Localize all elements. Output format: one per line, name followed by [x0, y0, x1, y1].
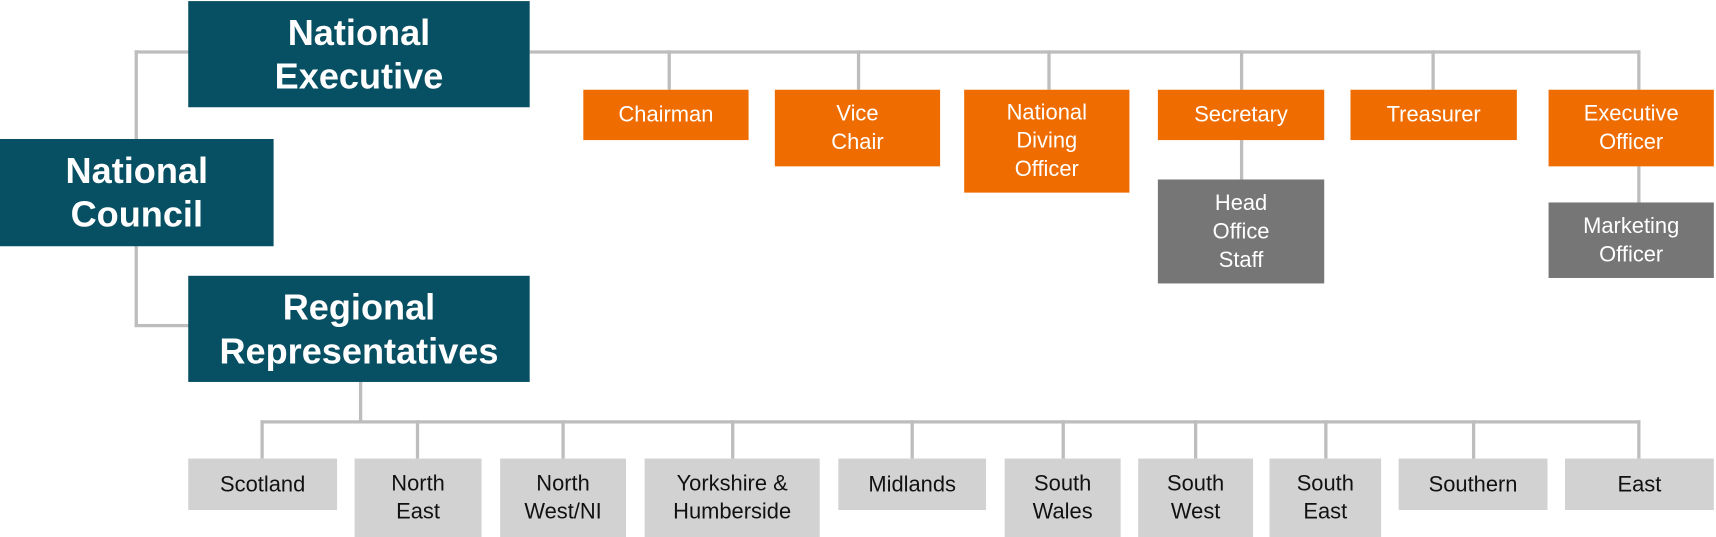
region-north-east: North East [354, 458, 482, 537]
national-executive-label: National Executive [274, 11, 444, 96]
region-label: Midlands [868, 472, 956, 497]
connector [260, 420, 1641, 424]
connector [1471, 420, 1476, 459]
region-label: Scotland [220, 472, 306, 497]
regional-representatives-box: Regional Representatives [188, 275, 530, 382]
connector [561, 420, 565, 459]
region-yorkshire-humberside: Yorkshire & Humberside [644, 458, 820, 537]
national-council-box: National Council [0, 138, 274, 247]
national-council-label: National Council [65, 149, 209, 235]
connector [134, 50, 190, 54]
region-midlands: Midlands [838, 458, 987, 510]
connector [1637, 166, 1641, 203]
officer-national-diving-officer: National Diving Officer [964, 89, 1130, 193]
connector [731, 420, 735, 459]
connector [358, 381, 363, 423]
staff-marketing-officer: Marketing Officer [1548, 202, 1714, 278]
national-executive-box: National Executive [188, 1, 530, 108]
connector [910, 420, 914, 459]
staff-label: Head Office Staff [1212, 190, 1270, 272]
connector [415, 420, 420, 459]
regional-representatives-label: Regional Representatives [219, 286, 499, 371]
staff-head-office: Head Office Staff [1157, 179, 1325, 284]
region-label: Southern [1428, 472, 1518, 497]
officer-vice-chair: Vice Chair [774, 89, 941, 167]
connector [1193, 420, 1198, 459]
officer-treasurer: Treasurer [1350, 89, 1517, 141]
region-label: North East [391, 471, 445, 525]
region-label: South Wales [1032, 471, 1093, 525]
region-north-west-ni: North West/NI [500, 458, 626, 537]
region-label: East [1617, 472, 1662, 497]
connector [1239, 50, 1244, 90]
connector [134, 323, 190, 328]
connector [1637, 50, 1641, 90]
region-southern: Southern [1398, 458, 1548, 510]
connector [1047, 50, 1051, 90]
connector [1637, 420, 1641, 459]
staff-label: Marketing Officer [1583, 213, 1680, 267]
connector [529, 50, 1641, 54]
region-label: North West/NI [524, 471, 602, 525]
region-south-east: South East [1269, 458, 1382, 537]
officer-label: Executive Officer [1583, 101, 1679, 155]
region-scotland: Scotland [188, 458, 338, 510]
connector [1431, 50, 1435, 90]
officer-label: Vice Chair [831, 101, 884, 155]
officer-executive-officer: Executive Officer [1548, 89, 1714, 167]
officer-secretary: Secretary [1157, 89, 1325, 141]
connector [1061, 420, 1065, 459]
region-label: South East [1296, 471, 1354, 525]
connector [260, 420, 264, 459]
officer-label: Secretary [1194, 102, 1288, 127]
officer-label: Treasurer [1386, 102, 1481, 127]
region-label: Yorkshire & Humberside [673, 471, 792, 525]
region-south-wales: South Wales [1004, 458, 1121, 537]
officer-label: National Diving Officer [1006, 100, 1087, 182]
connector [1239, 140, 1244, 180]
region-label: South West [1167, 471, 1225, 525]
region-east: East [1564, 458, 1714, 510]
connector [1324, 420, 1328, 459]
region-south-west: South West [1138, 458, 1254, 537]
connector [856, 50, 861, 90]
officer-chairman: Chairman [583, 89, 749, 141]
connector [667, 50, 671, 90]
officer-label: Chairman [618, 102, 714, 127]
